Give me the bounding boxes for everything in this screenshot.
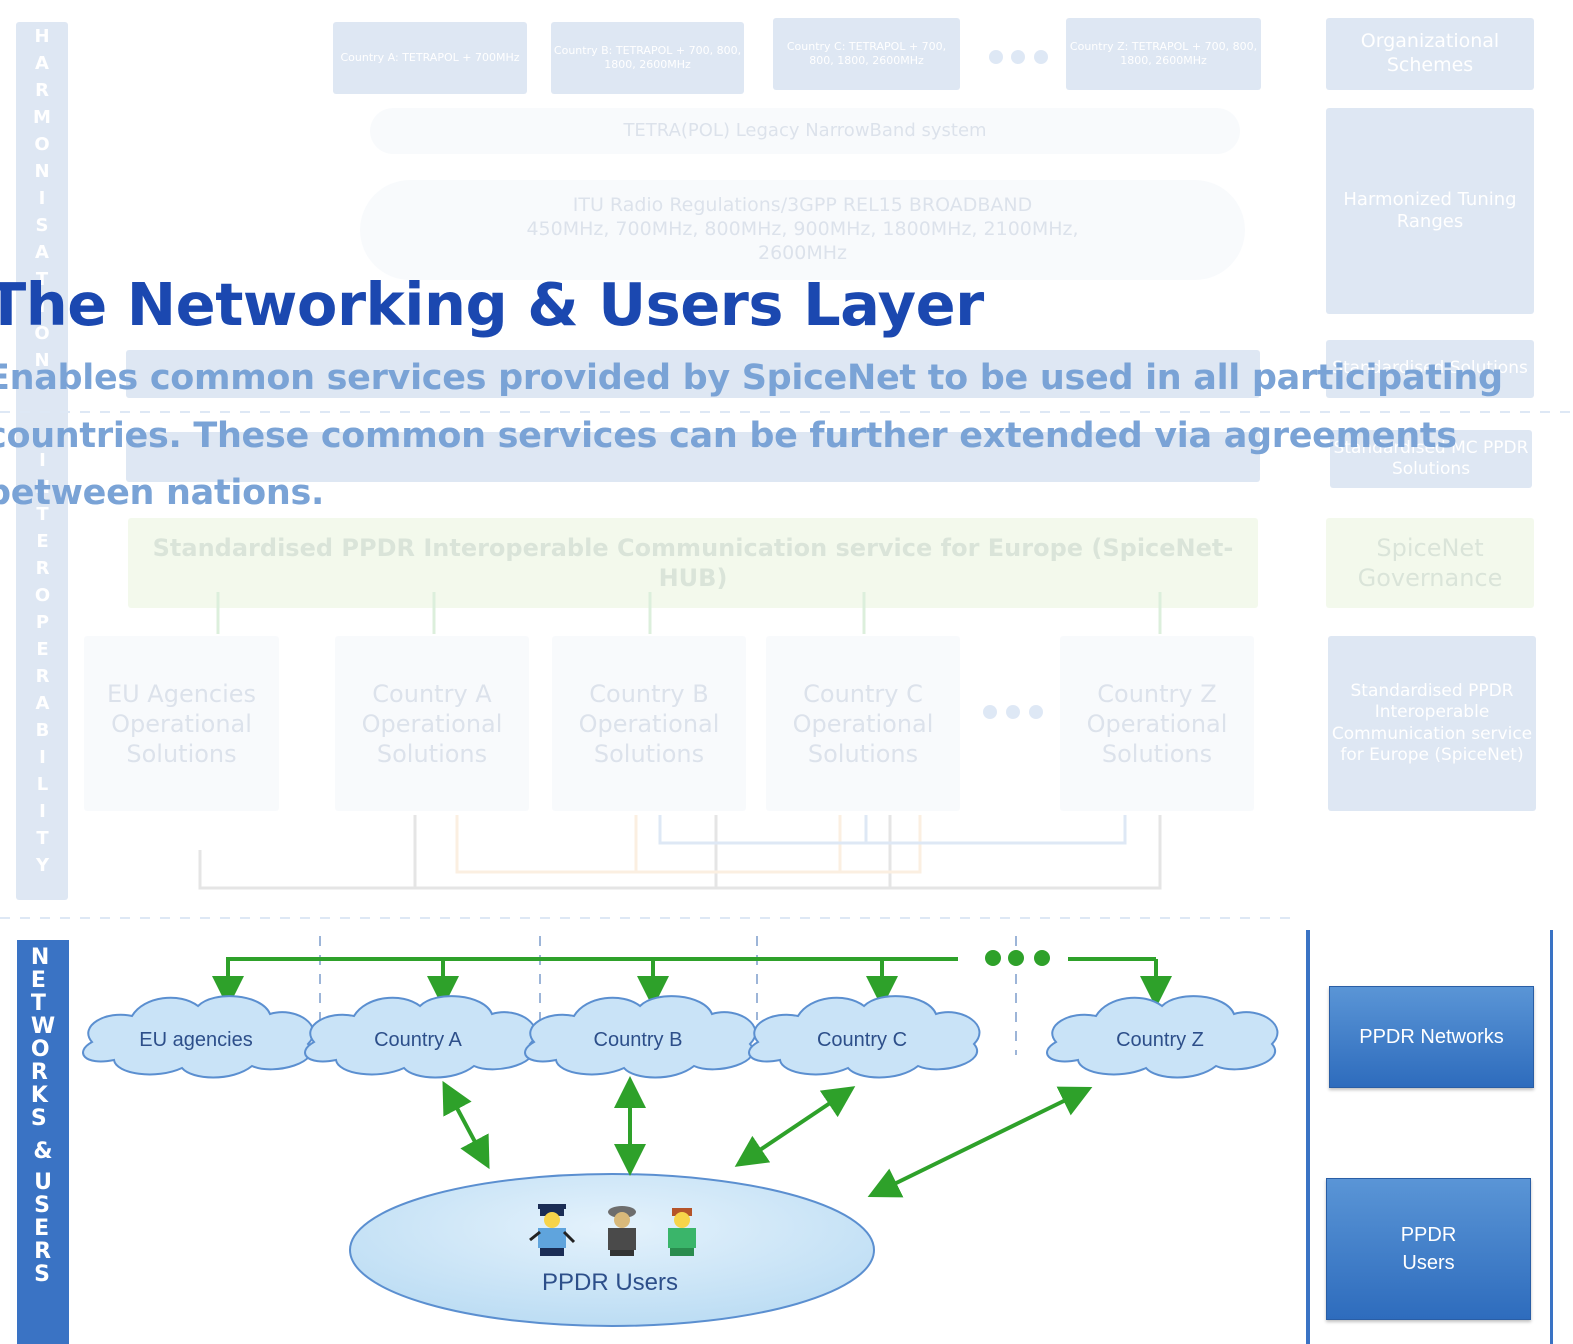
top-box-country-b-text: Country B: TETRAPOL + 700, 800, 1800, 26… bbox=[553, 44, 742, 71]
page-title: The Networking & Users Layer bbox=[0, 270, 984, 339]
side-label-networks-letter: S bbox=[30, 1106, 47, 1131]
network-cloud-label: Country B bbox=[594, 1029, 683, 1051]
legend-panel-border-left bbox=[1306, 930, 1310, 1344]
side-label-amp: & bbox=[33, 1139, 53, 1164]
op-box-country-b: Country B Operational Solutions bbox=[552, 636, 746, 811]
top-box-country-z: Country Z: TETRAPOL + 700, 800, 1800, 26… bbox=[1066, 18, 1261, 90]
op-box-country-b-text: Country B Operational Solutions bbox=[578, 679, 720, 768]
top-box-country-c: Country C: TETRAPOL + 700, 800, 1800, 26… bbox=[773, 18, 960, 90]
side-label-networks-letter: E bbox=[30, 968, 46, 993]
right-box-spicenet-text: Standardised PPDR Interoperable Communic… bbox=[1331, 681, 1533, 765]
op-box-country-c-text: Country C Operational Solutions bbox=[792, 679, 934, 768]
right-box-tuning: Harmonized Tuning Ranges bbox=[1326, 108, 1534, 314]
side-label-users-letter: S bbox=[34, 1193, 50, 1218]
legend-ppdr-users-line-2: Users bbox=[1402, 1252, 1455, 1274]
side-label-networks-letter: O bbox=[30, 1037, 50, 1062]
top-box-country-c-text: Country C: TETRAPOL + 700, 800, 1800, 26… bbox=[786, 40, 947, 67]
right-box-governance-text: SpiceNet Governance bbox=[1357, 534, 1503, 592]
side-label-networks-letter: T bbox=[30, 991, 46, 1016]
top-box-country-a: Country A: TETRAPOL + 700MHz bbox=[333, 22, 527, 94]
side-label-networks-letter: K bbox=[30, 1083, 48, 1108]
subtitle-line-1: Enables common services provided by Spic… bbox=[0, 358, 1503, 398]
interoperability-label: INTEROPERABILITY bbox=[16, 450, 68, 882]
op-box-eu: EU Agencies Operational Solutions bbox=[84, 636, 279, 811]
itu-cloud: ITU Radio Regulations/3GPP REL15 BROADBA… bbox=[360, 180, 1245, 280]
right-box-spicenet: Standardised PPDR Interoperable Communic… bbox=[1328, 636, 1536, 811]
side-label-users-letter: U bbox=[34, 1170, 52, 1195]
ppdr-users-label: PPDR Users bbox=[542, 1269, 678, 1296]
top-box-country-b: Country B: TETRAPOL + 700, 800, 1800, 26… bbox=[551, 22, 744, 94]
side-label-users-letter: S bbox=[34, 1262, 50, 1287]
right-box-org-schemes-text: Organizational Schemes bbox=[1360, 30, 1500, 76]
network-cloud-label: EU agencies bbox=[139, 1029, 252, 1051]
interoperability-text: INTEROPERABILITY bbox=[32, 450, 53, 882]
subtitle-line-3: between nations. bbox=[0, 473, 324, 513]
itu-cloud-line-2: 450MHz, 700MHz, 800MHz, 900MHz, 1800MHz,… bbox=[526, 218, 1079, 241]
side-label-networks-letter: N bbox=[30, 945, 50, 970]
op-box-country-a-text: Country A Operational Solutions bbox=[361, 679, 503, 768]
network-cloud-label: Country C bbox=[817, 1029, 907, 1051]
network-cloud-country-c: Country C bbox=[748, 995, 981, 1079]
ellipsis-dots bbox=[985, 950, 1050, 966]
legend-ppdr-users: PPDR Users bbox=[1326, 1178, 1531, 1320]
op-box-country-c: Country C Operational Solutions bbox=[766, 636, 960, 811]
legend-panel-border-right bbox=[1550, 930, 1553, 1344]
op-box-eu-text: EU Agencies Operational Solutions bbox=[106, 679, 257, 768]
itu-cloud-line-3: 2600MHz bbox=[757, 241, 847, 264]
side-label-networks-letter: W bbox=[30, 1014, 56, 1039]
legacy-cloud: TETRA(POL) Legacy NarrowBand system bbox=[370, 108, 1240, 154]
network-cloud-country-z: Country Z bbox=[1046, 995, 1279, 1079]
paramedic-icon bbox=[668, 1208, 696, 1256]
firefighter-icon bbox=[608, 1206, 636, 1256]
spicenet-hub: Standardised PPDR Interoperable Communic… bbox=[128, 518, 1258, 608]
right-box-tuning-text: Harmonized Tuning Ranges bbox=[1343, 188, 1517, 233]
right-box-governance: SpiceNet Governance bbox=[1326, 518, 1534, 608]
top-box-country-a-text: Country A: TETRAPOL + 700MHz bbox=[340, 51, 520, 65]
network-diagram: EU agencies Country A Country B Country C Co… bbox=[82, 936, 1279, 1327]
top-box-country-z-text: Country Z: TETRAPOL + 700, 800, 1800, 26… bbox=[1069, 40, 1258, 67]
subtitle-line-2: countries. These common services can be … bbox=[0, 416, 1457, 456]
police-officer-icon bbox=[529, 1204, 576, 1256]
legacy-cloud-text: TETRA(POL) Legacy NarrowBand system bbox=[623, 119, 987, 141]
network-cloud-country-a: Country A bbox=[304, 995, 537, 1079]
user-network-arrows bbox=[442, 1076, 1093, 1198]
side-label-users-letter: E bbox=[34, 1216, 50, 1241]
legend-ppdr-users-line-1: PPDR bbox=[1400, 1224, 1457, 1246]
faded-background-diagram: HARMONISATION INTEROPERABILITY Country A… bbox=[0, 18, 1573, 919]
network-cloud-label: Country Z bbox=[1116, 1029, 1204, 1051]
itu-cloud-line-1: ITU Radio Regulations/3GPP REL15 BROADBA… bbox=[572, 194, 1033, 217]
faded-connectors bbox=[0, 50, 1573, 919]
op-box-country-z-text: Country Z Operational Solutions bbox=[1086, 679, 1228, 768]
network-cloud-label: Country A bbox=[374, 1029, 462, 1051]
op-box-country-z: Country Z Operational Solutions bbox=[1060, 636, 1254, 811]
legend-ppdr-networks: PPDR Networks bbox=[1329, 986, 1534, 1088]
spicenet-hub-text: Standardised PPDR Interoperable Communic… bbox=[152, 534, 1234, 592]
network-cloud-eu-agencies: EU agencies bbox=[82, 995, 315, 1079]
side-label-networks-letter: R bbox=[30, 1060, 48, 1085]
right-box-org-schemes: Organizational Schemes bbox=[1326, 18, 1534, 90]
network-cloud-country-b: Country B bbox=[524, 995, 757, 1079]
side-label-users-letter: R bbox=[34, 1239, 52, 1264]
op-box-country-a: Country A Operational Solutions bbox=[335, 636, 529, 811]
legend-ppdr-networks-label: PPDR Networks bbox=[1359, 1026, 1504, 1048]
